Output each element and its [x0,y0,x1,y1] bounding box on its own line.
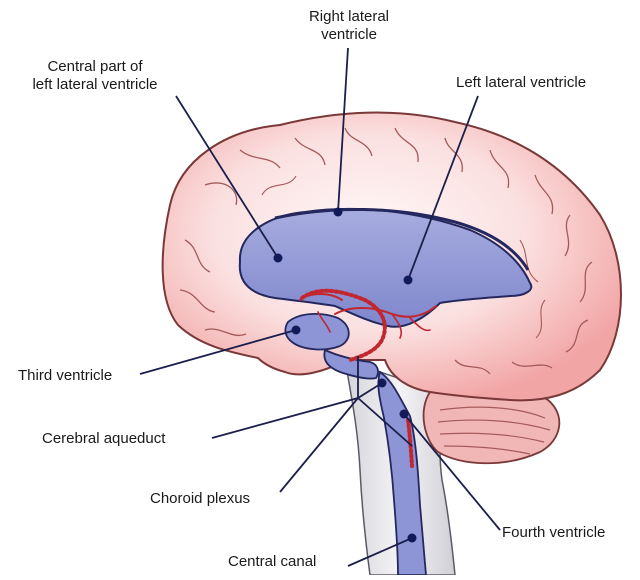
label-left-lateral-ventricle: Left lateral ventricle [456,74,586,92]
dot-fourth-ventricle [400,410,409,419]
label-right-lateral-ventricle: Right lateral ventricle [290,8,408,44]
dot-third-ventricle [292,326,301,335]
label-cerebral-aqueduct: Cerebral aqueduct [42,430,165,448]
dot-central-part [274,254,283,263]
label-central-part-left-lateral: Central part of left lateral ventricle [2,58,188,94]
dot-left-lateral [404,276,413,285]
dot-right-lateral [334,208,343,217]
dot-central-canal [408,534,417,543]
leader-choroid-plexus-a [280,356,358,492]
label-third-ventricle: Third ventricle [18,367,112,385]
label-fourth-ventricle: Fourth ventricle [502,524,605,542]
label-central-canal: Central canal [228,553,316,571]
dot-cerebral-aqueduct [378,379,387,388]
label-choroid-plexus: Choroid plexus [150,490,250,508]
